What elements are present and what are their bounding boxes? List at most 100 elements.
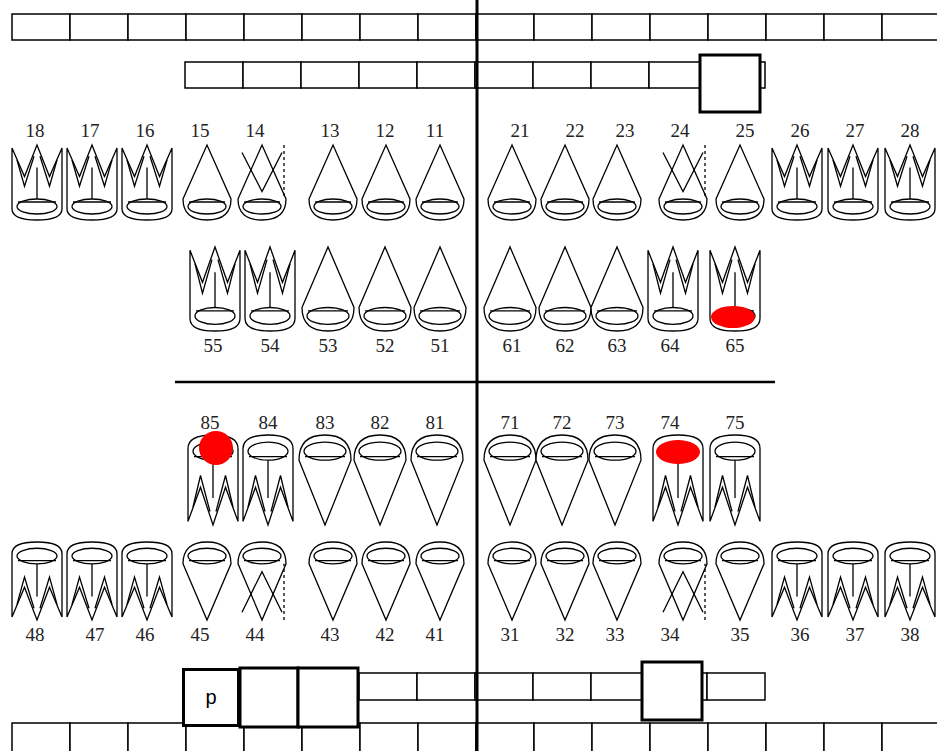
tooth-number: 32 bbox=[556, 625, 575, 644]
tooth-outline bbox=[539, 247, 591, 331]
grid-cell bbox=[244, 14, 302, 40]
tooth-crown bbox=[244, 201, 280, 202]
tooth-number: 84 bbox=[259, 413, 278, 432]
tooth-outline bbox=[589, 435, 641, 525]
tooth-outline bbox=[772, 542, 822, 620]
tooth-outline bbox=[484, 435, 536, 525]
tooth-outline bbox=[541, 145, 589, 220]
tooth-number: 74 bbox=[661, 413, 680, 432]
grid-cell bbox=[882, 723, 937, 751]
tooth-outline bbox=[828, 542, 878, 620]
tooth-number: 63 bbox=[608, 336, 627, 355]
tooth-outline bbox=[484, 247, 536, 331]
tooth-outline bbox=[828, 542, 878, 620]
tooth-crown bbox=[598, 199, 636, 214]
chart-grid bbox=[12, 14, 937, 751]
tooth-outline bbox=[309, 542, 357, 620]
grid-cell bbox=[707, 673, 765, 700]
grid-cell bbox=[475, 673, 533, 700]
tooth-number: 82 bbox=[371, 413, 390, 432]
tooth-outline bbox=[416, 542, 464, 620]
grid-cell bbox=[70, 723, 128, 751]
tooth-crown bbox=[305, 456, 345, 457]
tooth-crown bbox=[833, 548, 873, 564]
tooth-outline bbox=[710, 247, 760, 331]
tooth-root bbox=[242, 153, 282, 192]
tooth-crown bbox=[777, 199, 817, 214]
tooth-root bbox=[734, 460, 735, 498]
grid-cell bbox=[475, 62, 533, 88]
tooth-crown bbox=[195, 307, 235, 324]
grid-cell bbox=[533, 62, 591, 88]
tooth-root bbox=[214, 272, 215, 307]
grid-cell bbox=[824, 723, 882, 751]
tooth-crown bbox=[315, 560, 351, 561]
tooth-crown bbox=[359, 442, 401, 460]
tooth-number: 64 bbox=[661, 336, 680, 355]
tooth-outline bbox=[885, 542, 935, 620]
tooth-outline bbox=[183, 542, 231, 620]
grid-cell bbox=[766, 14, 824, 40]
tooth-number: 85 bbox=[201, 413, 220, 432]
tooth-crown bbox=[244, 560, 280, 561]
tooth-outline bbox=[190, 247, 240, 331]
tooth-number: 53 bbox=[319, 336, 338, 355]
tooth-crown bbox=[597, 310, 637, 311]
tooth-crown bbox=[891, 560, 929, 561]
tooth-outline bbox=[539, 247, 591, 331]
tooth-crown bbox=[834, 201, 872, 202]
tooth-outline bbox=[411, 435, 463, 525]
tooth-outline bbox=[589, 435, 641, 525]
grid-cell bbox=[185, 62, 243, 88]
tooth-crown bbox=[250, 307, 290, 324]
grid-cell bbox=[534, 723, 592, 751]
tooth-number: 27 bbox=[846, 121, 865, 140]
tooth-outline bbox=[67, 145, 117, 220]
tooth-number: 14 bbox=[246, 121, 265, 140]
tooth-crown bbox=[721, 199, 759, 214]
grid-cell bbox=[650, 14, 708, 40]
tooth-number: 12 bbox=[376, 121, 395, 140]
tooth-outline bbox=[484, 247, 536, 331]
tooth-root bbox=[212, 460, 213, 498]
tooth-number: 47 bbox=[86, 625, 105, 644]
grid-cell bbox=[301, 62, 359, 88]
tooth-crown bbox=[544, 307, 586, 324]
tooth-number: 83 bbox=[316, 413, 335, 432]
tooth-outline bbox=[536, 435, 588, 525]
tooth-outline bbox=[659, 542, 707, 620]
tooth-number: 13 bbox=[321, 121, 340, 140]
tooth-crown bbox=[664, 199, 702, 214]
grid-cell bbox=[243, 62, 301, 88]
tooth-crown bbox=[777, 548, 817, 564]
grid-cell bbox=[592, 14, 650, 40]
tooth-root bbox=[704, 145, 705, 199]
tooth-crown bbox=[304, 442, 346, 460]
tooth-outline bbox=[122, 145, 172, 220]
tooth-outline bbox=[772, 145, 822, 220]
tooth-outline bbox=[828, 145, 878, 220]
tooth-crown bbox=[834, 560, 872, 561]
tooth-number: 61 bbox=[503, 336, 522, 355]
tooth-crown bbox=[598, 548, 636, 564]
tooth-crown bbox=[493, 199, 531, 214]
tooth-crown bbox=[715, 442, 755, 460]
tooth-root bbox=[909, 564, 910, 597]
tooth-outline bbox=[362, 145, 410, 220]
tooth-outline bbox=[183, 145, 231, 220]
tooth-outline bbox=[772, 542, 822, 620]
tooth-outline bbox=[12, 542, 62, 620]
tooth-outline bbox=[362, 145, 410, 220]
tooth-outline bbox=[772, 145, 822, 220]
grid-cell bbox=[534, 14, 592, 40]
tooth-outline bbox=[593, 145, 641, 220]
grid-cell bbox=[186, 723, 244, 751]
tooth-number: 73 bbox=[606, 413, 625, 432]
tooth-crown bbox=[128, 560, 166, 561]
tooth-root bbox=[91, 168, 92, 200]
tooth-number: 16 bbox=[136, 121, 155, 140]
tooth-outline bbox=[67, 542, 117, 620]
tooth-outline bbox=[183, 145, 231, 220]
midline bbox=[476, 0, 479, 751]
tooth-root bbox=[283, 145, 284, 199]
